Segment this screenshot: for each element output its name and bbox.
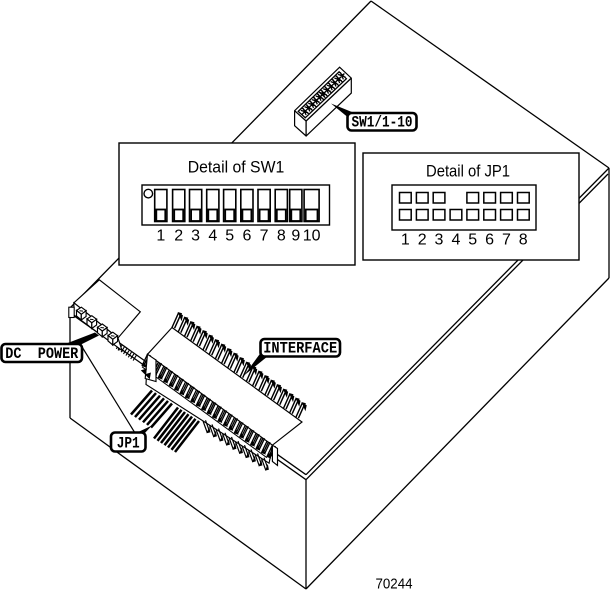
svg-text:3: 3 — [191, 228, 200, 245]
svg-text:5: 5 — [468, 232, 477, 249]
svg-text:4: 4 — [208, 228, 217, 245]
svg-text:1: 1 — [401, 232, 410, 249]
svg-text:Detail of SW1: Detail of SW1 — [188, 158, 285, 177]
svg-text:JP1: JP1 — [117, 435, 140, 453]
svg-text:INTERFACE: INTERFACE — [263, 340, 337, 358]
svg-text:7: 7 — [260, 228, 269, 245]
svg-text:5: 5 — [225, 228, 234, 245]
svg-text:70244: 70244 — [376, 577, 413, 593]
svg-text:8: 8 — [277, 228, 286, 245]
svg-text:6: 6 — [242, 228, 251, 245]
svg-text:8: 8 — [519, 232, 528, 249]
svg-text:DC POWER: DC POWER — [5, 345, 79, 363]
svg-text:1: 1 — [156, 228, 165, 245]
svg-text:2: 2 — [174, 228, 183, 245]
svg-text:9: 9 — [291, 228, 300, 245]
svg-text:10: 10 — [303, 228, 321, 245]
svg-text:7: 7 — [502, 232, 511, 249]
svg-text:SW1/1-10: SW1/1-10 — [352, 114, 413, 132]
svg-text:3: 3 — [435, 232, 444, 249]
svg-text:6: 6 — [485, 232, 494, 249]
svg-text:Detail of JP1: Detail of JP1 — [426, 162, 510, 181]
svg-text:4: 4 — [451, 232, 460, 249]
svg-text:2: 2 — [418, 232, 427, 249]
